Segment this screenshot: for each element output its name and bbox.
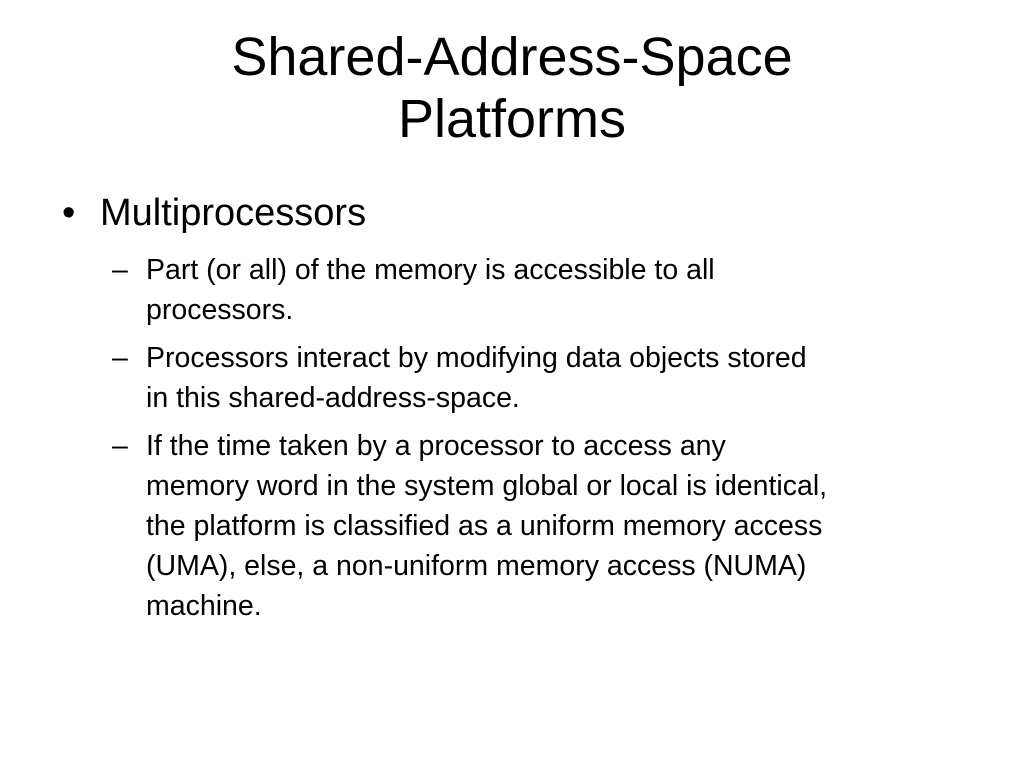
sub-bullet-line: memory word in the system global or loca… bbox=[146, 470, 828, 502]
sub-bullet-line: in this shared-address-space. bbox=[146, 382, 520, 414]
sub-bullet-line: (UMA), else, a non-uniform memory access… bbox=[146, 550, 807, 582]
slide-title-line-2: Platforms bbox=[397, 89, 627, 149]
sub-bullet-line: Processors interact by modifying data ob… bbox=[146, 342, 807, 374]
sub-bullet-list: – Part (or all) of the memory is accessi… bbox=[112, 250, 972, 634]
sub-bullet-uma-numa: – If the time taken by a processor to ac… bbox=[112, 426, 972, 626]
sub-bullet-line: If the time taken by a processor to acce… bbox=[146, 430, 726, 462]
sub-bullet-marker: – bbox=[112, 342, 128, 374]
sub-bullet-line: Part (or all) of the memory is accessibl… bbox=[146, 254, 715, 286]
bullet-marker: • bbox=[62, 192, 76, 234]
sub-bullet-marker: – bbox=[112, 430, 128, 462]
sub-bullet-line: the platform is classified as a uniform … bbox=[146, 510, 823, 542]
bullet-text: Multiprocessors bbox=[100, 192, 367, 234]
slide-title: Shared-Address-Space Platforms bbox=[0, 26, 1024, 150]
sub-bullet-line: machine. bbox=[146, 590, 262, 622]
sub-bullet-interaction: – Processors interact by modifying data … bbox=[112, 338, 972, 418]
sub-bullet-memory-access: – Part (or all) of the memory is accessi… bbox=[112, 250, 972, 330]
sub-bullet-line: processors. bbox=[146, 294, 294, 326]
sub-bullet-marker: – bbox=[112, 254, 128, 286]
slide-title-line-1: Shared-Address-Space bbox=[231, 27, 793, 87]
